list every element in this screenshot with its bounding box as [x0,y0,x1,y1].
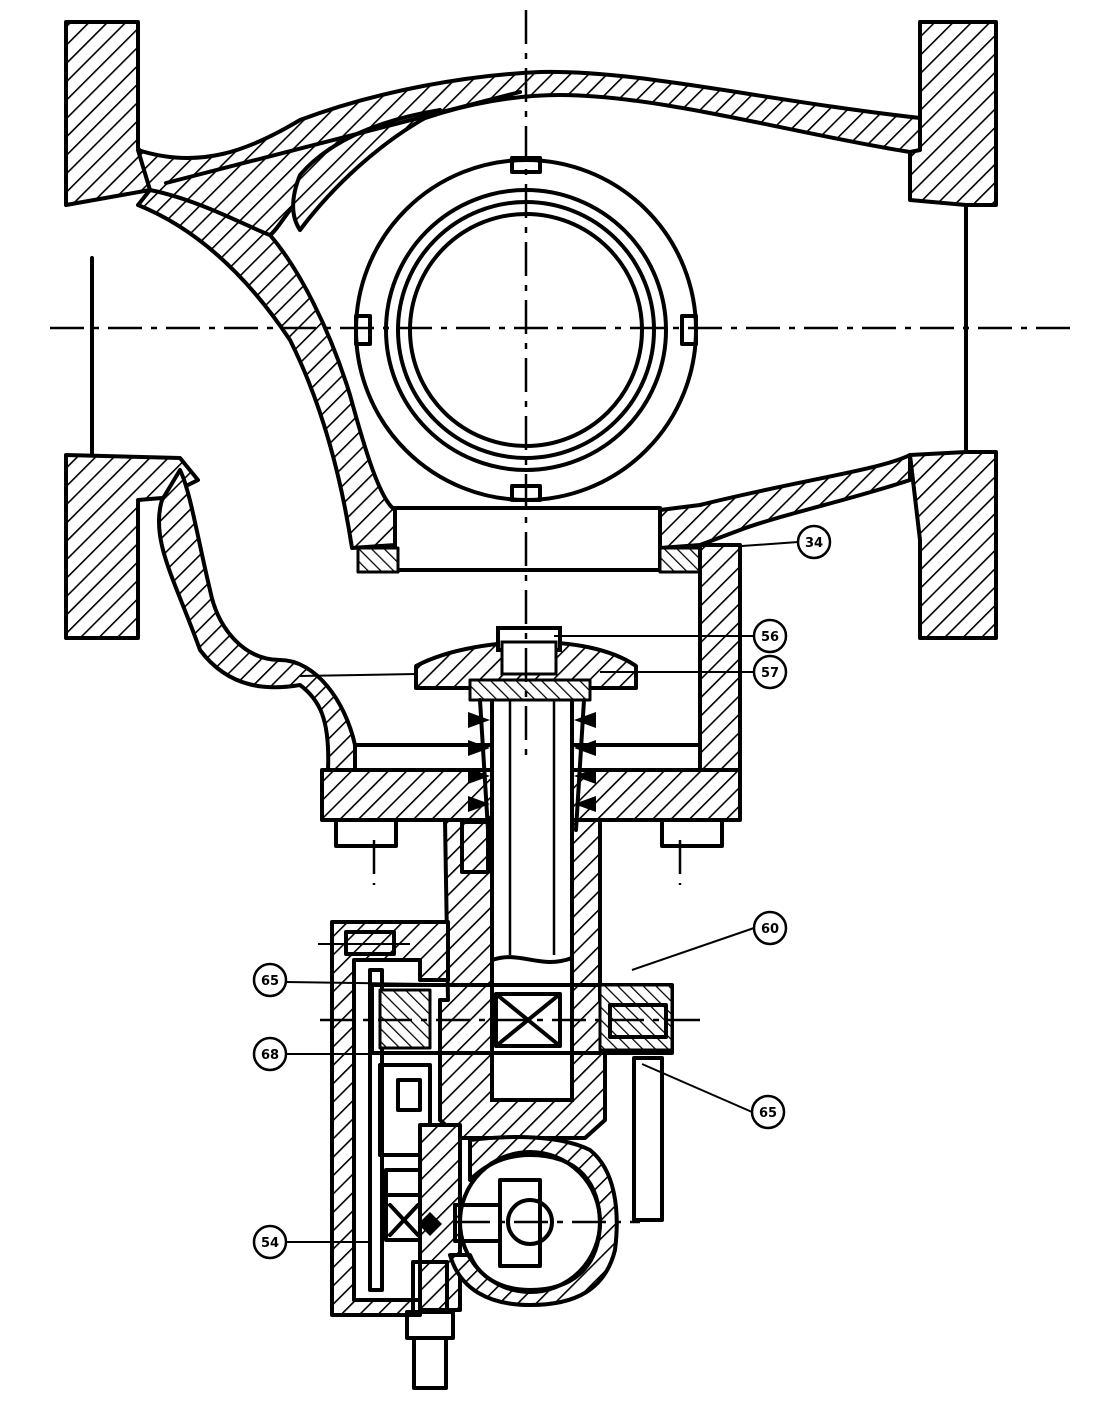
svg-text:65: 65 [759,1106,777,1121]
svg-text:57: 57 [761,666,779,681]
part-tag-57: 57 [752,654,788,690]
spring-stack [468,698,596,832]
part-tag-56: 56 [752,618,788,654]
bottom-seat [356,506,702,574]
disc-plate [414,626,638,702]
svg-text:65: 65 [261,974,279,989]
part-tag-54: 54 [252,1224,288,1260]
part-tag-65-upper: 65 [252,962,288,998]
part-tag-60: 60 [752,910,788,946]
leader-lines [285,541,799,1243]
centre-lines [50,10,1070,1224]
svg-text:60: 60 [761,922,779,937]
svg-text:68: 68 [261,1048,279,1063]
part-tag-34: 34 [796,524,832,560]
svg-text:54: 54 [261,1236,279,1251]
valve-body-shell [136,69,922,550]
part-tag-65-lower: 65 [750,1094,786,1130]
svg-text:34: 34 [805,536,823,551]
left-flange [64,20,200,640]
bolts [334,818,724,874]
svg-text:56: 56 [761,630,779,645]
gear-box [318,920,700,1317]
worm-wheel [384,1135,619,1390]
part-tag-68: 68 [252,1036,288,1072]
right-flange [908,20,998,640]
